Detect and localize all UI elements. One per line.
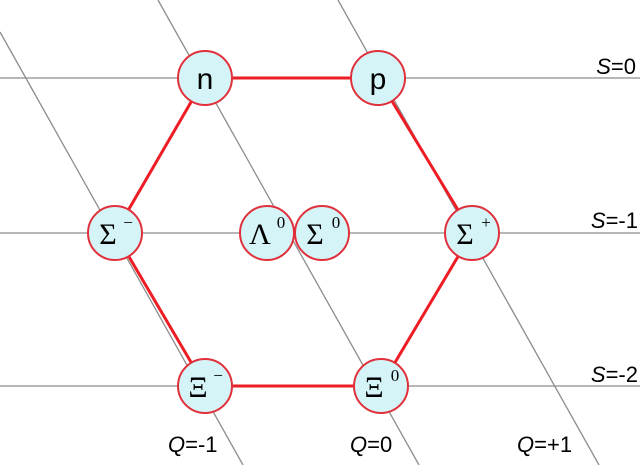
strangeness-label-minus1: S=-1 — [591, 208, 638, 233]
particle-xi0-circle — [353, 358, 409, 414]
particle-xi0-sup: 0 — [391, 366, 400, 385]
particle-xi0-symbol: Ξ — [364, 371, 383, 404]
particle-n-circle — [177, 50, 233, 106]
particle-sigma-plus: Σ + — [444, 205, 500, 261]
particle-sigma0-sup: 0 — [332, 213, 341, 232]
strangeness-label-0-value: =0 — [611, 54, 636, 79]
particle-sigma0-symbol: Σ — [306, 218, 323, 251]
charge-label-minus1-var: Q — [168, 432, 185, 457]
strangeness-label-minus1-var: S — [591, 208, 606, 233]
strangeness-label-0-var: S — [596, 54, 611, 79]
charge-label-plus1-var: Q — [517, 432, 534, 457]
hexagon-edges — [113, 76, 474, 388]
particle-sigma-plus-sup: + — [481, 213, 491, 232]
particle-sigma-minus-symbol: Σ — [99, 218, 116, 251]
particle-sigma-minus-circle — [87, 205, 143, 261]
particle-lambda0-sup: 0 — [277, 213, 286, 232]
particle-xi-minus-sup: − — [213, 366, 223, 385]
charge-label-0-var: Q — [350, 432, 367, 457]
strangeness-label-minus2-value: =-2 — [606, 362, 638, 387]
particle-lambda0: Λ 0 — [239, 205, 295, 261]
particle-xi-minus-circle — [177, 358, 233, 414]
charge-label-0: Q=0 — [350, 432, 392, 457]
particle-sigma-minus: Σ − — [87, 205, 143, 261]
particle-lambda0-symbol: Λ — [249, 218, 271, 251]
edge-p-sigma-plus — [376, 77, 474, 234]
particle-n-symbol: n — [197, 63, 214, 96]
particle-xi-minus: Ξ − — [177, 358, 233, 414]
charge-label-0-value: =0 — [367, 432, 392, 457]
edge-sigma-plus-xi0 — [379, 232, 474, 387]
particle-xi0: Ξ 0 — [353, 358, 409, 414]
particle-sigma-minus-sup: − — [123, 213, 133, 232]
charge-label-minus1: Q=-1 — [168, 432, 218, 457]
particle-p-circle — [350, 50, 406, 106]
particle-sigma-plus-circle — [444, 205, 500, 261]
charge-label-minus1-value: =-1 — [185, 432, 217, 457]
particle-p: p — [350, 50, 406, 106]
particle-sigma0-circle — [294, 205, 350, 261]
charge-label-plus1-value: =+1 — [534, 432, 572, 457]
particle-p-symbol: p — [370, 63, 387, 96]
particle-n: n — [177, 50, 233, 106]
edge-sigma-minus-n — [113, 77, 207, 234]
strangeness-label-minus2-var: S — [591, 362, 606, 387]
particle-sigma0: Σ 0 — [294, 205, 350, 261]
strangeness-label-minus1-value: =-1 — [606, 208, 638, 233]
particle-sigma-plus-symbol: Σ — [456, 218, 473, 251]
edge-xi-minus-sigma-minus — [113, 232, 207, 387]
strangeness-label-minus2: S=-2 — [591, 362, 638, 387]
strangeness-label-0: S=0 — [596, 54, 636, 79]
charge-label-plus1: Q=+1 — [517, 432, 572, 457]
particle-xi-minus-symbol: Ξ — [188, 371, 207, 404]
